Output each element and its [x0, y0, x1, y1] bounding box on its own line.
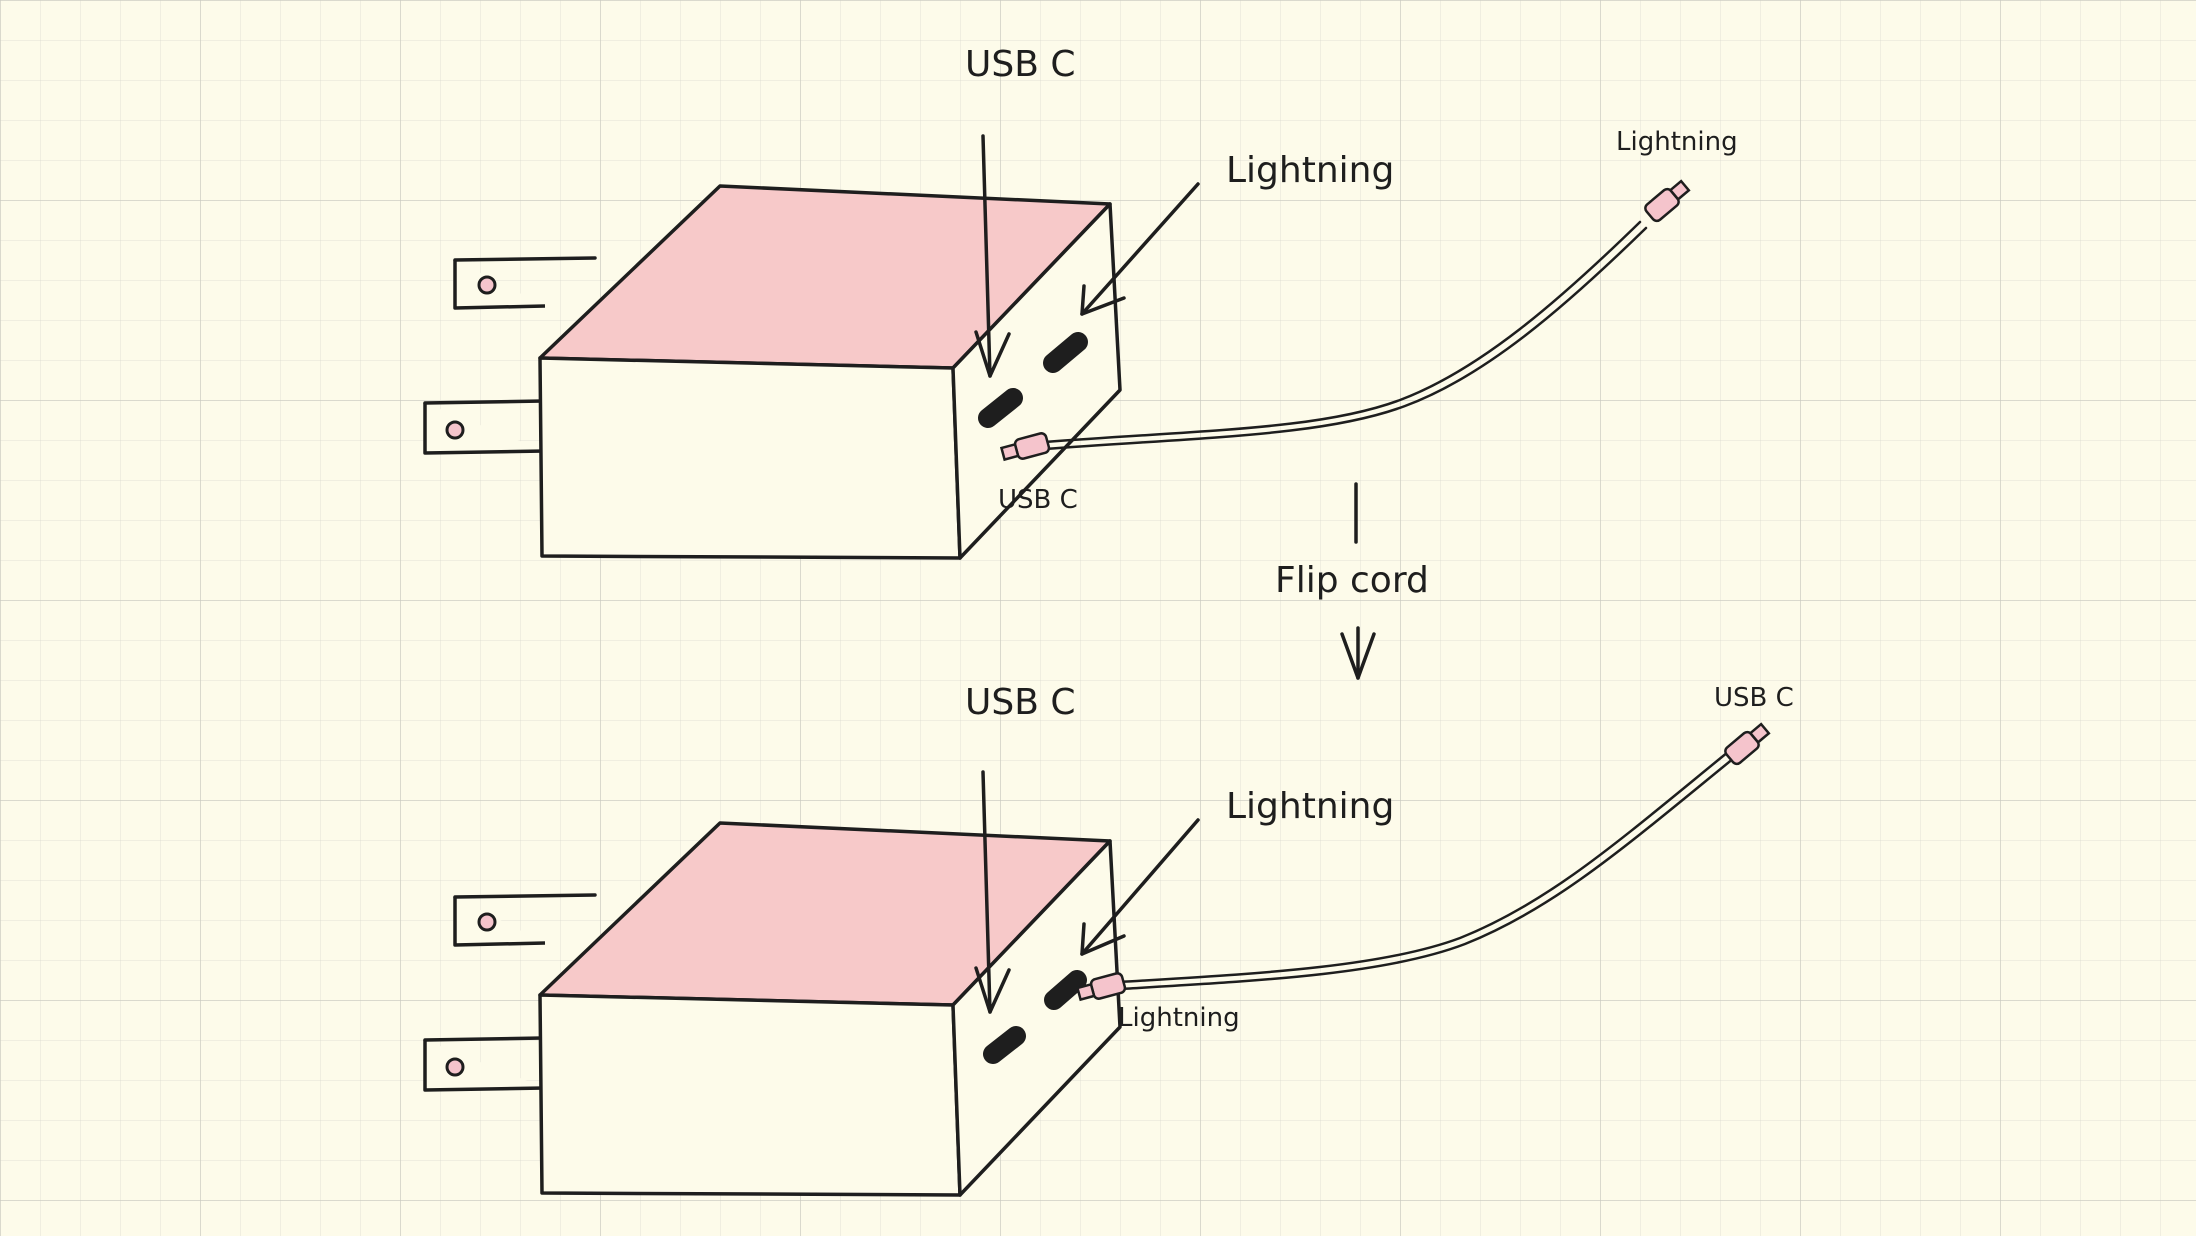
bottom-usb-c-port — [983, 1026, 1026, 1064]
top-charger-group: USB C Lightning USB C Lightning — [423, 44, 1738, 560]
top-usb-c-label: USB C — [965, 44, 1075, 85]
bottom-cable-end-connector — [1722, 719, 1773, 768]
flip-transition: Flip cord — [1275, 482, 1429, 680]
flip-cord-label: Flip cord — [1275, 560, 1429, 601]
bottom-cable-end-label: USB C — [1714, 683, 1794, 713]
bottom-charger-group: USB C Lightning Lightning USB C — [423, 682, 1794, 1197]
bottom-cable — [1118, 750, 1736, 991]
bottom-usb-c-arrow — [974, 770, 1011, 1014]
top-lightning-label: Lightning — [1226, 150, 1394, 191]
bottom-lightning-label: Lightning — [1226, 786, 1394, 827]
top-lightning-port — [1043, 332, 1088, 373]
top-cable-end-label: Lightning — [1616, 127, 1738, 157]
bottom-plugged-connector-label: Lightning — [1118, 1003, 1240, 1033]
bottom-lightning-arrow — [1080, 818, 1200, 956]
top-usb-c-port — [978, 388, 1023, 428]
top-plugged-connector-label: USB C — [998, 485, 1078, 515]
bottom-charger-body — [423, 821, 1122, 1197]
top-cable — [1043, 220, 1648, 451]
top-cable-end-connector — [1642, 176, 1693, 225]
top-usb-c-arrow — [974, 134, 1011, 378]
top-lightning-arrow — [1080, 182, 1200, 316]
flip-arrow-down-icon — [1340, 626, 1376, 680]
bottom-usb-c-label: USB C — [965, 682, 1075, 723]
bottom-lightning-port — [1044, 970, 1087, 1010]
